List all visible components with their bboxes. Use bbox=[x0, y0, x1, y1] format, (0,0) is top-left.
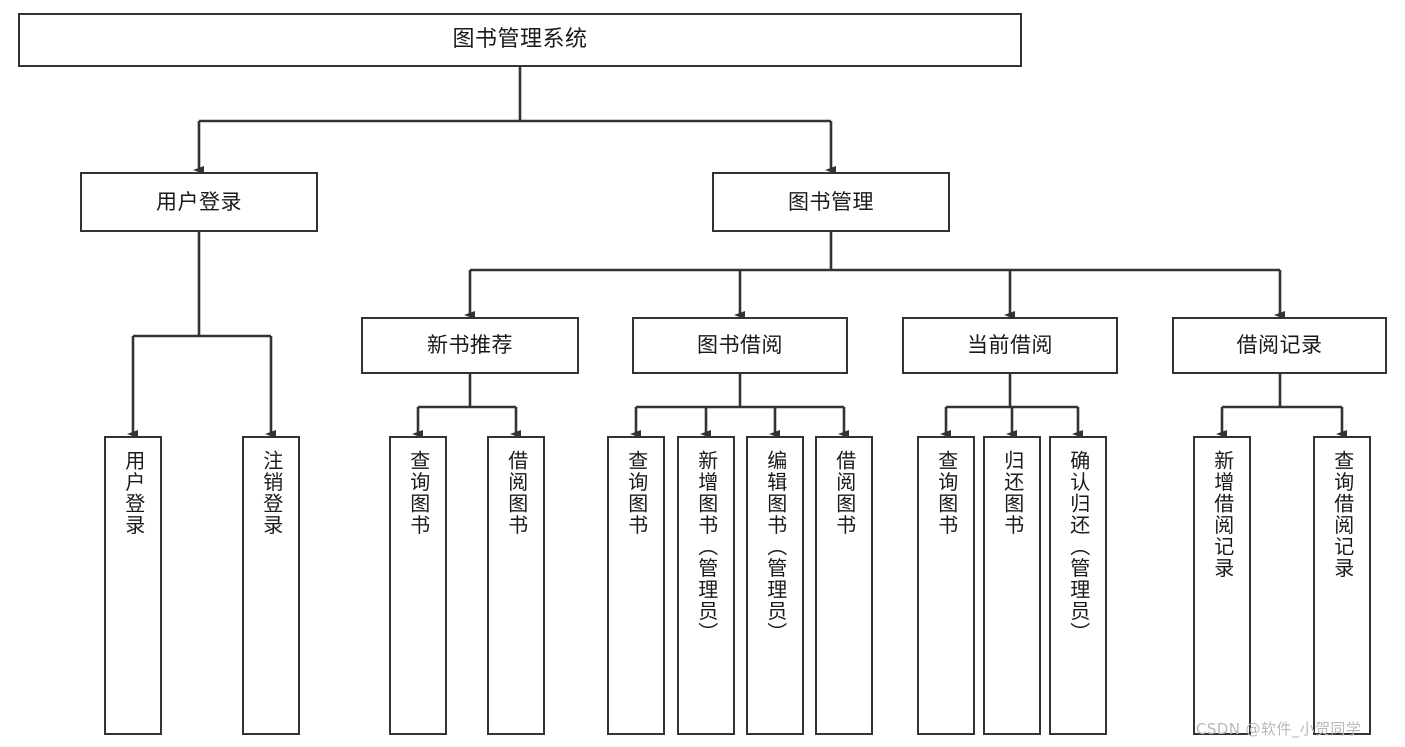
node-label: 归还图书 bbox=[1000, 450, 1025, 536]
node-leaf-user-login: 用户登录 bbox=[104, 436, 162, 735]
node-label: 查询图书 bbox=[934, 450, 959, 536]
node-label: 查询借阅记录 bbox=[1330, 450, 1355, 579]
node-leaf-rec-borrow: 借阅图书 bbox=[487, 436, 545, 735]
node-leaf-rec-query: 查询图书 bbox=[389, 436, 447, 735]
node-leaf-bb-edit: 编辑图书（管理员） bbox=[746, 436, 804, 735]
node-label: 新书推荐 bbox=[427, 333, 513, 358]
node-leaf-cb-confirm: 确认归还（管理员） bbox=[1049, 436, 1107, 735]
node-label: 新增图书（管理员） bbox=[694, 450, 719, 644]
node-label: 新增借阅记录 bbox=[1210, 450, 1235, 579]
node-label: 图书管理 bbox=[788, 189, 874, 214]
node-label: 编辑图书（管理员） bbox=[763, 450, 788, 644]
node-current-borrow: 当前借阅 bbox=[902, 317, 1118, 374]
node-leaf-br-query: 查询借阅记录 bbox=[1313, 436, 1371, 735]
node-book-borrow: 图书借阅 bbox=[632, 317, 848, 374]
node-label: 图书管理系统 bbox=[452, 27, 588, 53]
node-label: 查询图书 bbox=[406, 450, 431, 536]
node-leaf-bb-add: 新增图书（管理员） bbox=[677, 436, 735, 735]
node-root: 图书管理系统 bbox=[18, 13, 1022, 67]
node-label: 当前借阅 bbox=[967, 333, 1053, 358]
node-leaf-cb-return: 归还图书 bbox=[983, 436, 1041, 735]
node-label: 用户登录 bbox=[156, 189, 242, 214]
node-leaf-user-logout: 注销登录 bbox=[242, 436, 300, 735]
node-leaf-br-add: 新增借阅记录 bbox=[1193, 436, 1251, 735]
node-book-manage: 图书管理 bbox=[712, 172, 950, 232]
node-borrow-record: 借阅记录 bbox=[1172, 317, 1387, 374]
node-label: 借阅图书 bbox=[504, 450, 529, 536]
node-user-login: 用户登录 bbox=[80, 172, 318, 232]
node-label: 借阅图书 bbox=[832, 450, 857, 536]
node-label: 图书借阅 bbox=[697, 333, 783, 358]
node-label: 确认归还（管理员） bbox=[1066, 450, 1091, 644]
node-label: 查询图书 bbox=[624, 450, 649, 536]
node-label: 借阅记录 bbox=[1236, 333, 1323, 358]
node-leaf-bb-borrow: 借阅图书 bbox=[815, 436, 873, 735]
node-label: 用户登录 bbox=[121, 450, 146, 536]
node-leaf-bb-query: 查询图书 bbox=[607, 436, 665, 735]
node-leaf-cb-query: 查询图书 bbox=[917, 436, 975, 735]
node-label: 注销登录 bbox=[259, 450, 284, 536]
node-new-book-rec: 新书推荐 bbox=[361, 317, 579, 374]
